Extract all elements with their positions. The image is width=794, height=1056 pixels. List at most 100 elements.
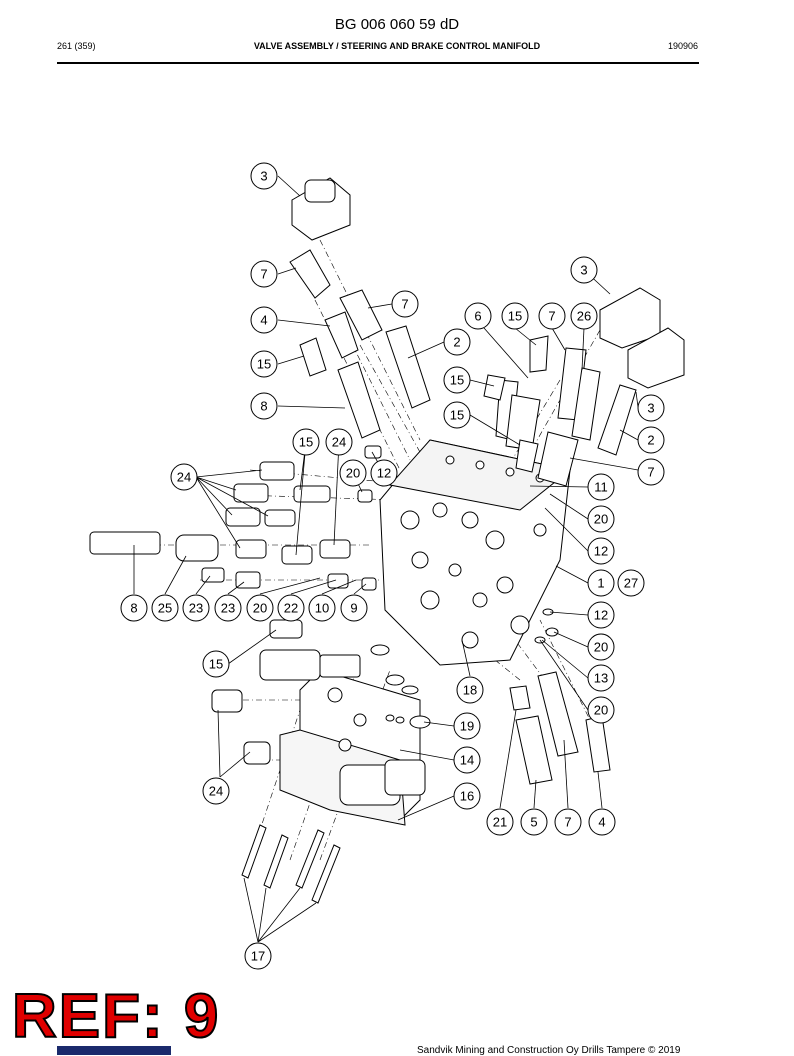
callout-12: 12: [370, 459, 398, 487]
callout-label: 3: [260, 169, 267, 184]
callout-label: 7: [260, 267, 267, 282]
callout-label: 21: [493, 815, 507, 830]
callout-circle: [587, 696, 615, 724]
callout-label: 2: [453, 335, 460, 350]
revision-date: 190906: [667, 41, 698, 51]
callout-circle: [120, 594, 148, 622]
callout-21: 21: [486, 808, 514, 836]
page-title: VALVE ASSEMBLY / STEERING AND BRAKE CONT…: [253, 41, 541, 51]
cartridge-valves: [289, 249, 637, 487]
callout-18: 18: [456, 676, 484, 704]
callout-label: 4: [260, 313, 267, 328]
callout-23: 23: [182, 594, 210, 622]
callout-7: 7: [391, 290, 419, 318]
callout-17: 17: [244, 942, 272, 970]
callout-circle: [587, 633, 615, 661]
callout-2: 2: [443, 328, 471, 356]
callout-label: 11: [594, 480, 608, 495]
document-id: BG 006 060 59 dD: [334, 16, 460, 33]
callout-label: 9: [350, 601, 357, 616]
callout-27: 27: [617, 569, 645, 597]
callout-circle: [520, 808, 548, 836]
callout-26: 26: [570, 302, 598, 330]
ref-label: REF: 9: [11, 982, 221, 1051]
callout-label: 8: [260, 399, 267, 414]
callout-circle: [339, 459, 367, 487]
callout-20: 20: [587, 633, 615, 661]
callout-circle: [202, 777, 230, 805]
callout-15: 15: [250, 350, 278, 378]
callout-label: 7: [564, 815, 571, 830]
callout-20: 20: [587, 696, 615, 724]
callout-label: 3: [580, 263, 587, 278]
callout-3: 3: [250, 162, 278, 190]
callout-24: 24: [202, 777, 230, 805]
callout-circle: [453, 782, 481, 810]
page-number: 261 (359): [57, 41, 96, 51]
lower-cartridges: [509, 608, 611, 785]
callout-circle: [587, 537, 615, 565]
callout-circle: [464, 302, 492, 330]
leader-lines: [133, 175, 639, 943]
callout-circle: [453, 712, 481, 740]
callout-label: 5: [530, 815, 537, 830]
callout-circle: [570, 256, 598, 284]
callout-label: 12: [594, 544, 608, 559]
callout-circle: [250, 260, 278, 288]
callout-label: 27: [624, 576, 638, 591]
mounting-bolts: [241, 824, 341, 904]
callout-20: 20: [246, 594, 274, 622]
callout-7: 7: [554, 808, 582, 836]
callout-circle: [637, 426, 665, 454]
callout-19: 19: [453, 712, 481, 740]
callout-circle: [456, 676, 484, 704]
callout-circle: [587, 473, 615, 501]
callout-15: 15: [443, 401, 471, 429]
callout-label: 18: [463, 683, 477, 698]
callout-label: 4: [598, 815, 605, 830]
callout-label: 7: [647, 465, 654, 480]
callout-14: 14: [453, 746, 481, 774]
callout-label: 25: [158, 601, 172, 616]
callout-11: 11: [587, 473, 615, 501]
callout-label: 14: [460, 753, 474, 768]
callout-23: 23: [214, 594, 242, 622]
callout-circle: [587, 601, 615, 629]
callout-circle: [587, 569, 615, 597]
callout-label: 3: [647, 401, 654, 416]
callout-label: 15: [257, 357, 271, 372]
callout-circle: [391, 290, 419, 318]
callout-label: 15: [209, 657, 223, 672]
callout-1: 1: [587, 569, 615, 597]
callout-label: 7: [548, 309, 555, 324]
callout-circle: [637, 394, 665, 422]
callout-label: 16: [460, 789, 474, 804]
callout-label: 22: [284, 601, 298, 616]
callout-circle: [538, 302, 566, 330]
callout-15: 15: [202, 650, 230, 678]
callout-8: 8: [120, 594, 148, 622]
callout-circle: [214, 594, 242, 622]
callout-7: 7: [538, 302, 566, 330]
callout-circle: [170, 463, 198, 491]
brake-valve-block: [259, 649, 426, 826]
callout-7: 7: [250, 260, 278, 288]
callout-circle: [277, 594, 305, 622]
callout-label: 6: [474, 309, 481, 324]
callout-24: 24: [170, 463, 198, 491]
callout-circle: [617, 569, 645, 597]
callout-label: 20: [346, 466, 360, 481]
callout-label: 15: [508, 309, 522, 324]
callout-circle: [250, 162, 278, 190]
callout-circle: [443, 366, 471, 394]
callout-label: 12: [377, 466, 391, 481]
sandvik-logo: [57, 1046, 171, 1055]
callout-circle: [587, 664, 615, 692]
callout-circle: [501, 302, 529, 330]
callout-12: 12: [587, 537, 615, 565]
footer-copyright: Sandvik Mining and Construction Oy Drill…: [417, 1045, 681, 1056]
callout-label: 15: [450, 408, 464, 423]
callout-circle: [486, 808, 514, 836]
